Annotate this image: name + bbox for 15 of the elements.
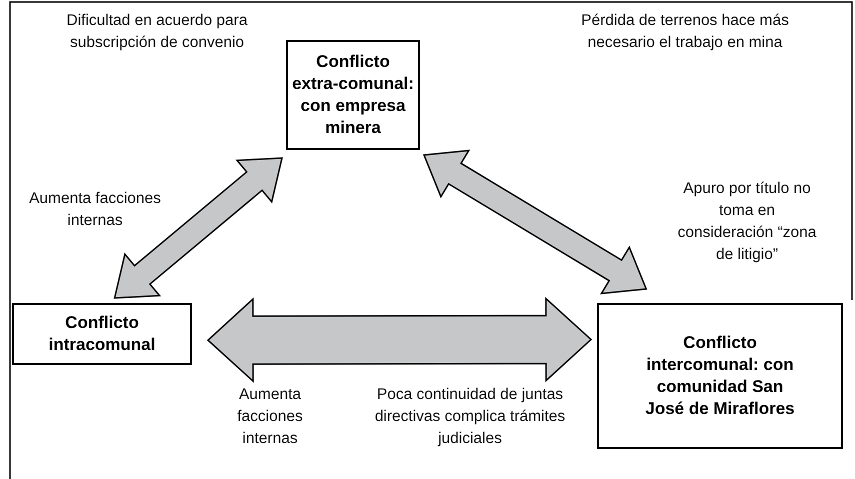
annotation-text: Dificultad en acuerdo para subscripción de convenio: [66, 11, 248, 53]
double-block-arrow: [206, 296, 592, 383]
annotation-text: Apuro por título no toma en consideración “zona de litigio”: [676, 179, 818, 265]
double-block-arrow: [114, 157, 283, 299]
node-title: Conflicto intercomunal: con comunidad San José de Miraflores: [644, 332, 796, 420]
node-title: Conflicto intracomunal: [48, 312, 156, 356]
annotation-text: Poca continuidad de juntas directivas complica trámites judiciales: [374, 385, 566, 449]
conflict-box: [597, 303, 843, 449]
node-title: Conflicto extra-comunal: con empresa minera: [292, 51, 414, 139]
conflict-box: [286, 40, 420, 150]
conflict-box: [12, 303, 192, 365]
annotation-text: Aumenta facciones internas: [236, 385, 304, 449]
double-block-arrow: [422, 150, 648, 294]
annotation-text: Pérdida de terrenos hace más necesario el trabajo en mina: [580, 11, 790, 53]
annotation-text: Aumenta facciones internas: [28, 189, 162, 231]
